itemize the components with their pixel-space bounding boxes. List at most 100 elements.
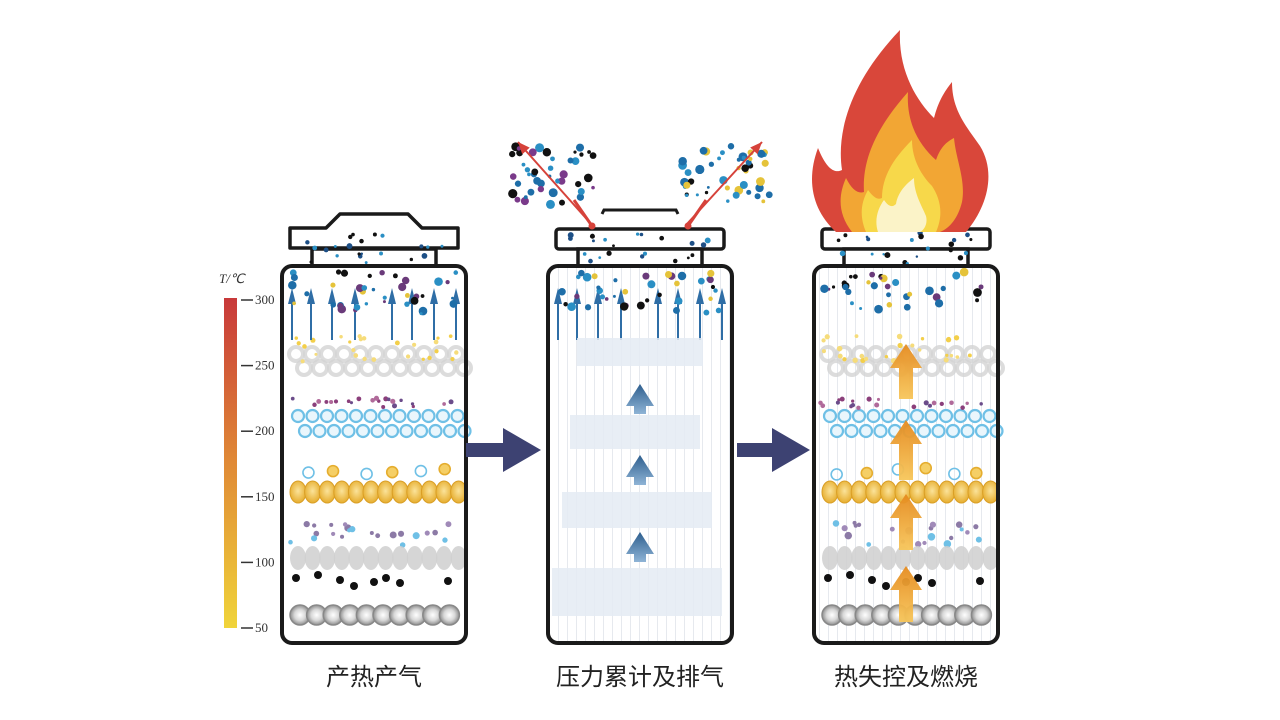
gas-particle — [349, 526, 356, 533]
electrolyte-bead — [836, 480, 854, 504]
lithium-dot — [824, 574, 832, 582]
gas-particle — [364, 261, 368, 264]
gas-particle — [953, 335, 960, 341]
separator-ring — [974, 423, 990, 439]
gas-particle — [939, 401, 944, 407]
electrolyte-bead — [938, 480, 956, 504]
electrolyte-bead — [333, 480, 351, 504]
gas-particle — [949, 353, 954, 358]
anode-particle — [304, 546, 321, 570]
gas-particle — [411, 404, 415, 409]
gas-particle — [975, 536, 982, 543]
gas-particle — [303, 521, 310, 528]
gas-particle — [863, 356, 869, 362]
cell-vent-lid — [600, 208, 680, 215]
heat-arrow — [890, 344, 922, 399]
gas-particle — [927, 533, 936, 541]
gas-particle — [370, 397, 375, 403]
gas-particle — [732, 191, 740, 199]
gas-particle — [432, 529, 438, 536]
gas-particle — [945, 337, 952, 343]
gas-flow-arrow-head — [328, 288, 336, 304]
gas-particle — [963, 251, 968, 256]
gas-particle — [713, 288, 718, 293]
gas-particle — [330, 302, 337, 308]
gas-particle — [360, 252, 364, 256]
gas-particle — [356, 396, 362, 402]
gas-bubble — [360, 467, 373, 481]
gas-particle — [421, 357, 425, 361]
gas-particle — [361, 285, 368, 291]
separator-ring — [931, 423, 946, 439]
gas-particle — [412, 532, 420, 540]
gas-particle — [892, 278, 900, 287]
gas-particle — [765, 191, 773, 199]
lithium-dot — [976, 577, 984, 585]
electrolyte-bead — [391, 480, 409, 504]
gas-particle — [717, 156, 721, 161]
gas-particle — [559, 199, 565, 206]
gas-particle — [398, 282, 407, 292]
gas-particle — [381, 405, 386, 410]
gas-particle — [835, 400, 840, 405]
anode-particle — [450, 546, 467, 570]
gas-particle — [527, 188, 535, 196]
gas-particle — [870, 282, 878, 290]
colorbar-gradient — [224, 298, 237, 628]
anode-particle — [924, 546, 941, 570]
gas-particle — [965, 530, 970, 535]
gas-particle — [959, 527, 964, 532]
gas-particle — [419, 312, 423, 316]
gas-particle — [582, 252, 587, 256]
vent-arrow-head — [750, 142, 762, 155]
colorbar-tick-label: 250 — [255, 358, 275, 373]
separator-ring — [450, 408, 465, 424]
gas-particle — [389, 531, 397, 539]
gas-particle — [620, 302, 629, 311]
gas-particle — [591, 185, 595, 190]
gas-particle — [940, 285, 946, 292]
separator-ring — [953, 408, 968, 424]
colorbar-tick-label: 50 — [255, 620, 268, 635]
gas-particle — [726, 199, 730, 203]
gas-flow-arrow-head — [351, 288, 359, 304]
gas-particle — [965, 401, 969, 405]
gas-particle — [886, 302, 893, 308]
gas-particle — [442, 537, 448, 543]
gas-particle — [404, 301, 410, 307]
gas-particle — [337, 302, 344, 310]
gas-particle — [957, 255, 964, 261]
gas-particle — [571, 157, 580, 166]
current-collector-roll — [438, 604, 461, 626]
gas-particle — [509, 173, 517, 180]
colorbar-tick-label: 150 — [255, 489, 275, 504]
gas-particle — [761, 199, 766, 204]
gas-bubble — [326, 464, 340, 478]
gas-particle — [690, 253, 695, 258]
gas-particle — [884, 354, 889, 359]
gas-particle — [659, 235, 665, 241]
separator-ring — [355, 423, 371, 439]
heat-arrow — [890, 494, 922, 550]
gas-particle — [397, 530, 405, 537]
gas-particle — [419, 244, 424, 249]
vent-arrow-shaft — [686, 199, 708, 227]
gas-particle — [556, 180, 560, 184]
pressure-arrow — [626, 384, 654, 414]
separator-ring — [319, 408, 335, 424]
electrolyte-bead — [362, 480, 380, 504]
gas-particle — [727, 142, 735, 150]
gas-particle — [952, 271, 961, 280]
anode-particle — [319, 546, 336, 570]
pressure-band — [562, 492, 712, 528]
gas-particle — [382, 300, 386, 304]
gas-particle — [673, 258, 678, 264]
gas-particle — [358, 336, 364, 342]
gas-particle — [412, 342, 417, 347]
gas-particle — [642, 251, 648, 256]
gas-particle — [689, 240, 695, 246]
gas-particle — [839, 396, 845, 402]
gas-particle — [537, 185, 545, 193]
gas-particle — [351, 232, 355, 237]
gas-particle — [831, 285, 836, 289]
